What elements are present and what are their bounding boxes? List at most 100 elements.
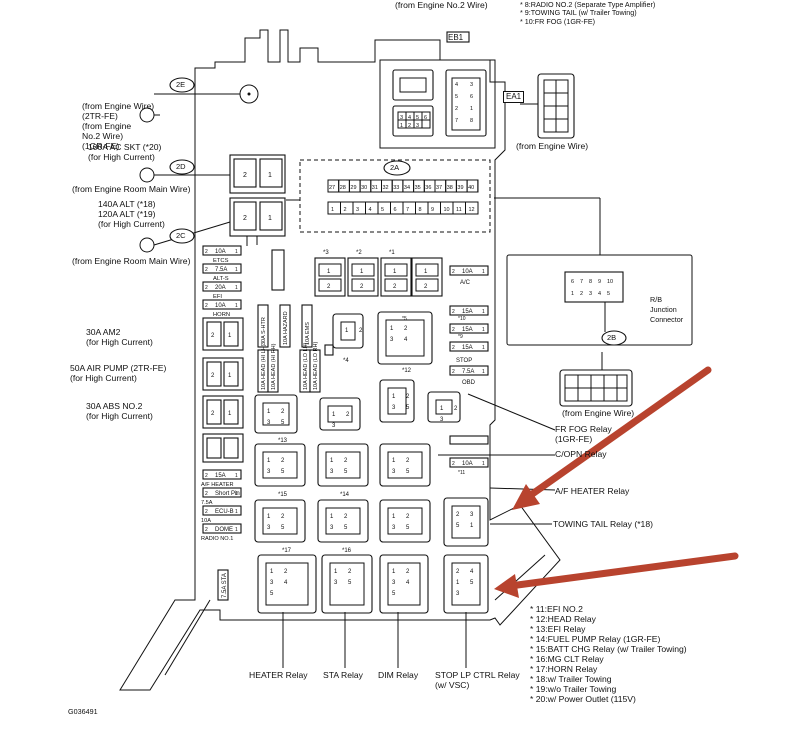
svg-text:1: 1 [235, 267, 238, 273]
svg-text:2: 2 [393, 284, 397, 290]
svg-text:3: 3 [470, 82, 473, 88]
svg-text:1: 1 [270, 569, 274, 575]
relay: 1 2 3 5 [379, 443, 431, 487]
svg-text:*9: *9 [458, 334, 463, 340]
svg-text:11: 11 [456, 207, 462, 213]
svg-text:2: 2 [205, 303, 208, 309]
svg-text:1: 1 [400, 123, 403, 129]
svg-text:1: 1 [228, 411, 232, 417]
vertical-fuse: 30A S-HTR [257, 304, 269, 348]
vertical-fuse: 10A HEAD (HI RH) [267, 343, 279, 393]
svg-text:5: 5 [406, 469, 410, 475]
svg-text:1: 1 [482, 461, 485, 467]
svg-text:2: 2 [456, 569, 460, 575]
svg-text:28: 28 [340, 185, 346, 191]
svg-text:35: 35 [415, 185, 421, 191]
svg-text:1: 1 [330, 514, 334, 520]
svg-text:1: 1 [235, 491, 238, 497]
svg-text:1: 1 [235, 509, 238, 515]
from-erm-2c: (from Engine Room Main Wire) [72, 256, 191, 266]
svg-text:3: 3 [270, 580, 274, 586]
footnote: * 19:w/o Trailer Towing [530, 684, 617, 694]
svg-text:2: 2 [344, 207, 347, 213]
svg-text:*3: *3 [323, 250, 329, 256]
svg-text:1: 1 [392, 458, 396, 464]
from-engine-no2-label: (from Engine No.2 Wire) [395, 0, 488, 10]
svg-text:2: 2 [205, 267, 208, 273]
svg-text:1: 1 [360, 269, 364, 275]
svg-text:3: 3 [356, 207, 359, 213]
from-engine-wire-2b: (from Engine Wire) [562, 408, 635, 418]
svg-text:1: 1 [424, 269, 428, 275]
from-erm-2d: (from Engine Room Main Wire) [72, 184, 191, 194]
svg-text:10A: 10A [201, 518, 211, 524]
svg-text:1: 1 [390, 326, 394, 332]
svg-text:15A: 15A [215, 473, 226, 479]
eb1-label: EB1 [448, 33, 464, 42]
stop-lp-ctrl-relay-label: STOP LP CTRL Relay (w/ VSC) [435, 670, 520, 690]
svg-text:2: 2 [406, 458, 410, 464]
svg-text:*16: *16 [342, 548, 352, 554]
svg-text:7: 7 [455, 118, 458, 124]
svg-text:3: 3 [267, 525, 271, 531]
svg-text:29: 29 [350, 185, 356, 191]
svg-text:5: 5 [270, 591, 274, 597]
svg-text:5: 5 [344, 525, 348, 531]
af-heater-relay-label: A/F HEATER Relay [555, 486, 630, 496]
svg-text:2: 2 [455, 106, 458, 112]
svg-text:5: 5 [281, 420, 285, 426]
svg-text:1: 1 [482, 269, 485, 275]
small-relay: 12 [411, 257, 443, 297]
svg-text:2: 2 [452, 309, 455, 315]
svg-text:27: 27 [329, 185, 335, 191]
svg-text:38: 38 [447, 185, 453, 191]
svg-text:5: 5 [455, 94, 458, 100]
svg-text:1: 1 [482, 369, 485, 375]
svg-text:1: 1 [482, 345, 485, 351]
svg-text:1: 1 [334, 569, 338, 575]
svg-text:1: 1 [235, 527, 238, 533]
footnote: * 20:w/ Power Outlet (115V) [530, 694, 636, 704]
svg-text:1: 1 [440, 406, 444, 412]
svg-text:5: 5 [607, 291, 610, 297]
footnote: * 14:FUEL PUMP Relay (1GR-FE) [530, 634, 661, 644]
svg-text:1: 1 [331, 207, 334, 213]
svg-text:1: 1 [482, 327, 485, 333]
svg-text:4: 4 [470, 569, 474, 575]
note-top-10: * 10:FR FOG (1GR-FE) [520, 17, 596, 26]
svg-text:3: 3 [392, 525, 396, 531]
svg-text:10A HEAD (LO RH): 10A HEAD (LO RH) [313, 342, 319, 390]
svg-text:1: 1 [235, 285, 238, 291]
am2-label: 30A AM2 (for High Current) [86, 327, 153, 347]
svg-text:2: 2 [243, 215, 247, 222]
svg-text:5: 5 [281, 525, 285, 531]
svg-text:4: 4 [406, 580, 410, 586]
svg-text:10A HEAD (LO LH): 10A HEAD (LO LH) [303, 342, 309, 390]
svg-text:32: 32 [383, 185, 389, 191]
svg-text:2: 2 [211, 373, 215, 379]
svg-text:6: 6 [571, 279, 574, 285]
svg-text:1: 1 [228, 373, 232, 379]
svg-text:3: 3 [589, 291, 592, 297]
svg-text:2: 2 [243, 172, 247, 179]
small-relay: 12*3 [314, 250, 346, 297]
svg-text:39: 39 [457, 185, 463, 191]
svg-text:ECU-B: ECU-B [215, 509, 234, 515]
svg-text:3: 3 [392, 469, 396, 475]
svg-text:30: 30 [361, 185, 367, 191]
vertical-fuse: 10A HEAD (LO LH) [299, 342, 311, 393]
svg-text:1: 1 [267, 458, 271, 464]
svg-text:*10: *10 [458, 316, 466, 322]
svg-text:4: 4 [369, 207, 372, 213]
svg-text:4: 4 [455, 82, 458, 88]
